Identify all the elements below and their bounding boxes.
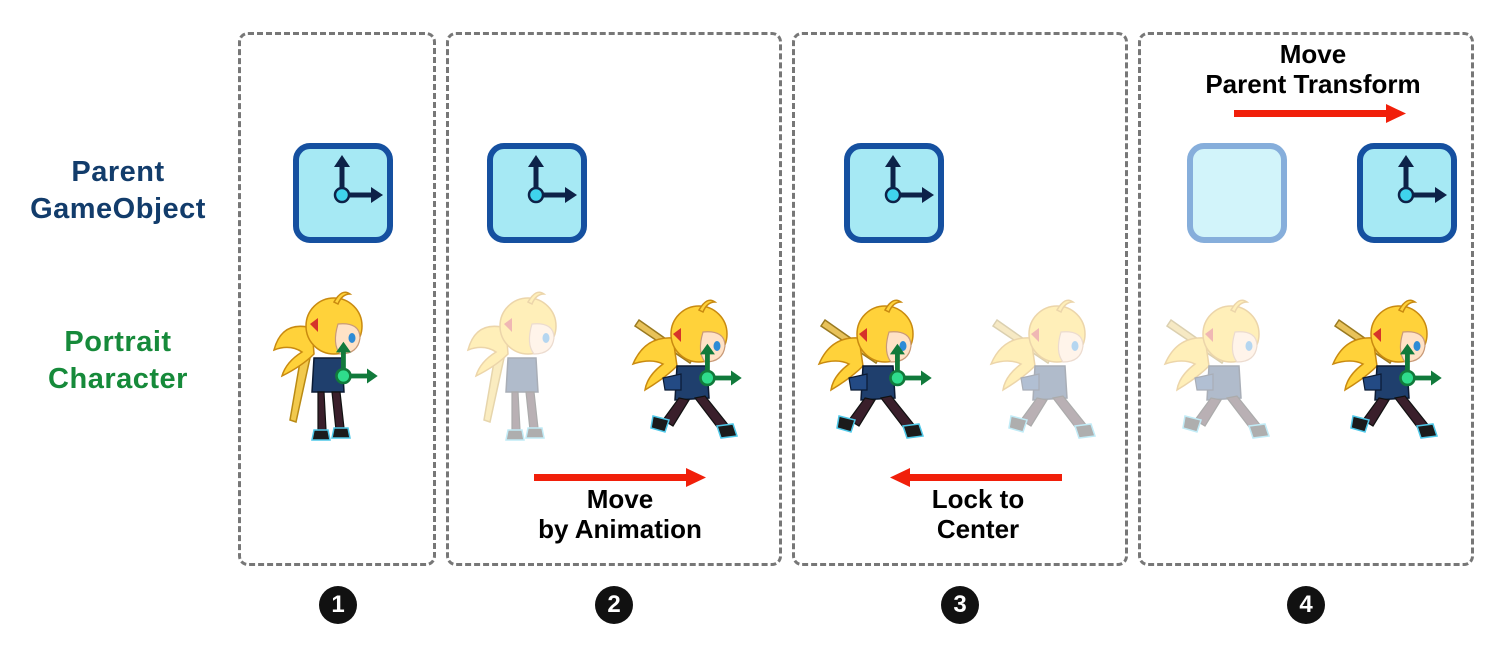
step-number-4: 4 <box>1287 586 1325 624</box>
parent-gameobject-label-text: Parent GameObject <box>30 156 206 225</box>
step-number-3: 3 <box>941 586 979 624</box>
panel-step-1 <box>238 32 436 566</box>
arrow-right-icon <box>1234 104 1406 123</box>
pivot-axes-icon <box>686 348 746 408</box>
caption-move-by-animation: Move by Animation <box>538 484 702 544</box>
pivot-axes-icon <box>1386 348 1446 408</box>
pivot-axes-icon <box>322 346 382 406</box>
caption-lock-to-center: Lock to Center <box>931 484 1025 544</box>
transform-gizmo-icon <box>487 143 587 243</box>
step-number-1: 1 <box>319 586 357 624</box>
pivot-axes-icon <box>876 348 936 408</box>
panel-step-3 <box>792 32 1128 566</box>
transform-gizmo-icon <box>844 143 944 243</box>
ghost-running-character-sprite <box>1164 299 1270 439</box>
arrow-right-icon <box>534 468 706 487</box>
caption-move-parent-transform: Move Parent Transform <box>1205 39 1421 99</box>
panel-step-4 <box>1138 32 1474 566</box>
transform-gizmo-icon <box>1357 143 1457 243</box>
ghost-parent-box-icon <box>1187 143 1287 243</box>
portrait-character-label: Portrait Character <box>8 324 228 398</box>
parent-gameobject-label: Parent GameObject <box>8 154 228 228</box>
transform-gizmo-icon <box>293 143 393 243</box>
ghost-character-sprite <box>467 291 557 441</box>
panel-step-2 <box>446 32 782 566</box>
portrait-character-label-text: Portrait Character <box>48 326 188 395</box>
step-number-2: 2 <box>595 586 633 624</box>
ghost-running-character-sprite <box>990 299 1096 439</box>
arrow-left-icon <box>890 468 1062 487</box>
